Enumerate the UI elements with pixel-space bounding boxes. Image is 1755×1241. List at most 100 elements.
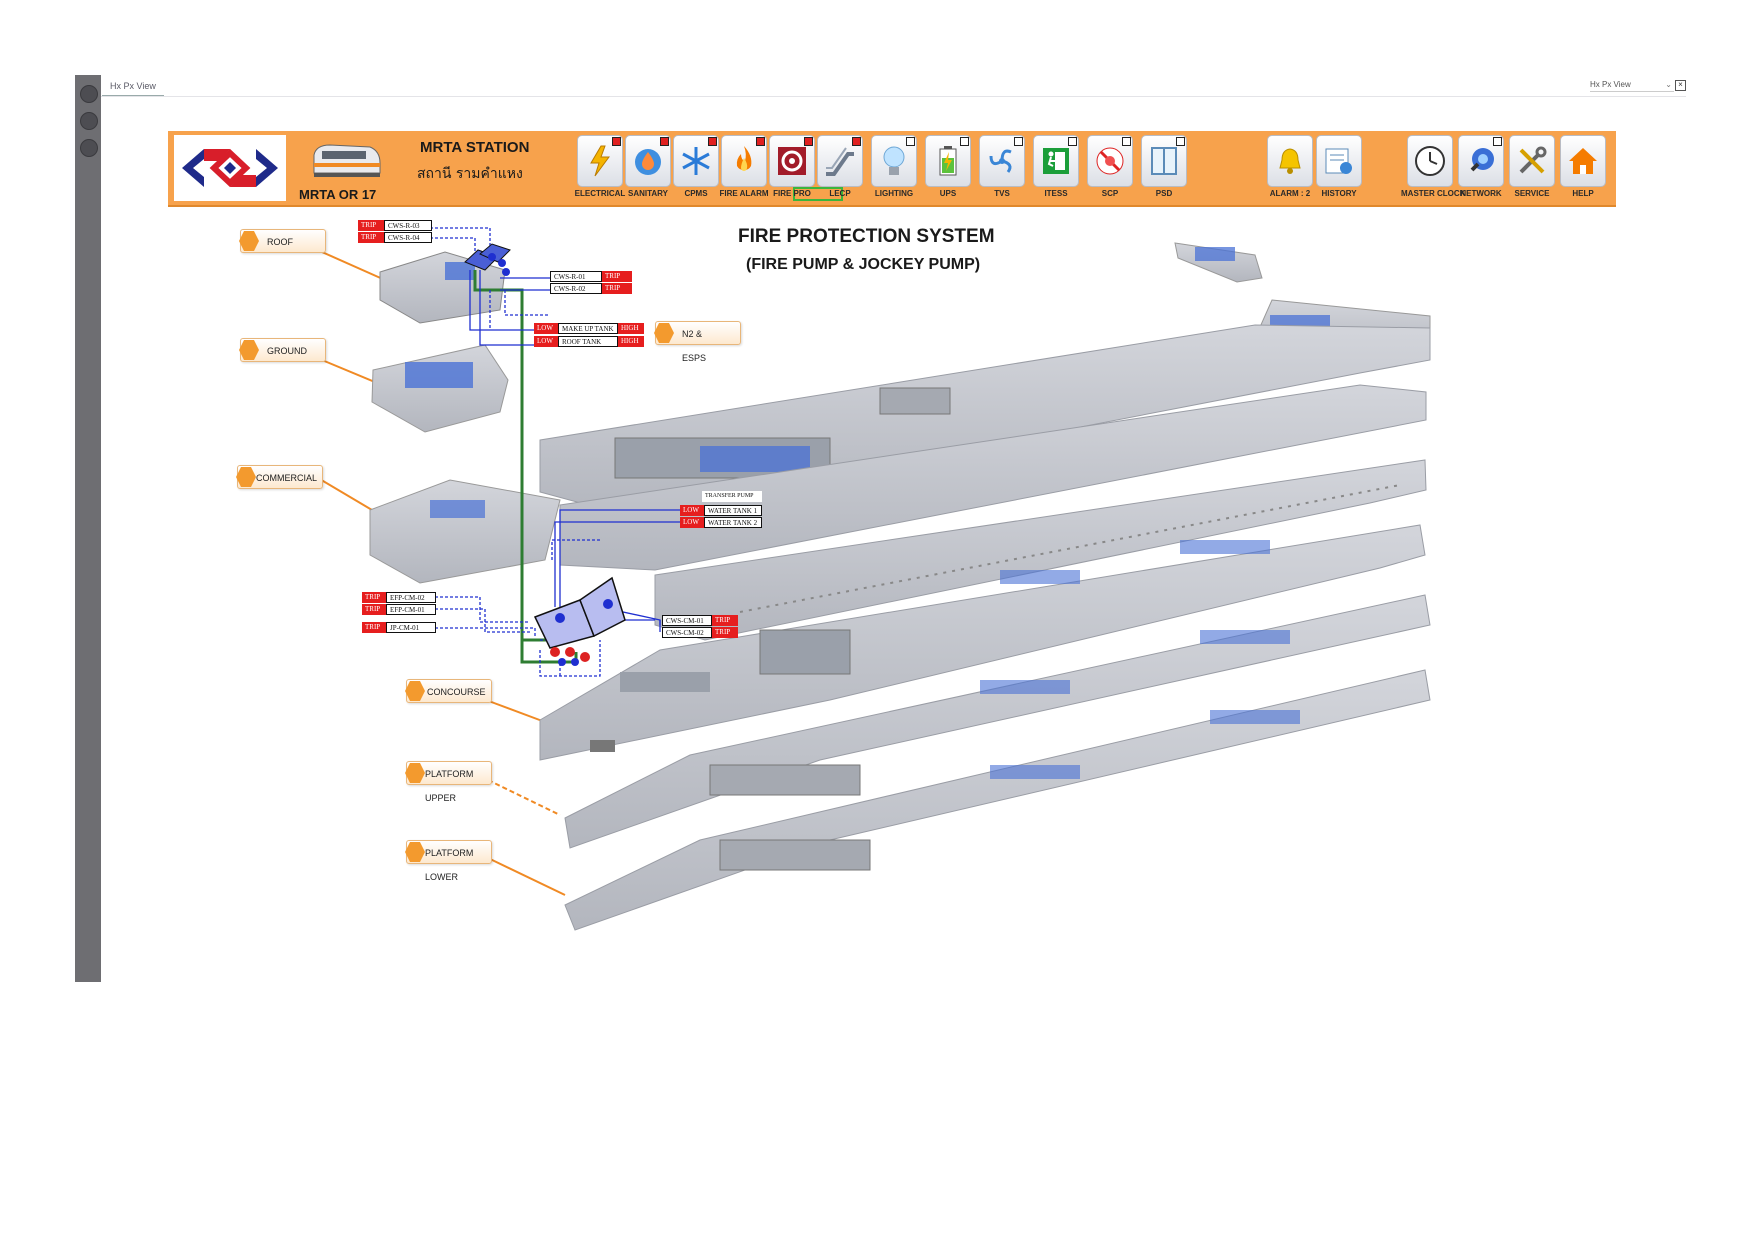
platform-lower-slab [564,669,1431,931]
efp-cm-02-trip-status: TRIP [362,592,386,603]
nav-service-button[interactable] [1509,135,1555,187]
nav-cpms-button[interactable] [673,135,719,187]
header-bar: MRTA STATION สถานี รามคำแหง MRTA OR 17 [168,131,1616,207]
nav-itess-button[interactable] [1033,135,1079,187]
cws-r-01-label[interactable]: CWS-R-01 [550,271,602,282]
nav-fire-pro-button[interactable] [769,135,815,187]
floor-label: COMMERCIAL [256,473,318,483]
nav-help-button[interactable] [1560,135,1606,187]
bell-icon [1279,148,1301,174]
water-tank-2-label[interactable]: WATER TANK 2 [704,517,762,528]
transfer-pump-label: TRANSFER PUMP [702,491,762,502]
hexagon-icon [236,467,256,487]
cws-r-02-label[interactable]: CWS-R-02 [550,283,602,294]
hexagon-icon [239,231,259,251]
alarm-indicator [1122,137,1131,146]
platform-upper-slab [564,594,1431,849]
nav-alarm-button[interactable] [1267,135,1313,187]
nav-label: NETWORK [1460,189,1502,198]
floor-platform-upper-button[interactable]: PLATFORM UPPER [405,761,492,803]
flame-icon [736,146,752,171]
makeup-tank-label[interactable]: MAKE UP TANK [558,323,618,334]
nav-network-button[interactable] [1458,135,1504,187]
floor-roof-button[interactable]: ROOF [239,229,326,253]
efp-cm-02-label[interactable]: EFP-CM-02 [386,592,436,603]
nav-electrical-button[interactable] [577,135,623,187]
makeup-tank-low-status: LOW [534,323,558,334]
efp-cm-01-label[interactable]: EFP-CM-01 [386,604,436,615]
cws-cm-02-trip-status: TRIP [712,627,738,638]
cws-cm-01-label[interactable]: CWS-CM-01 [662,615,712,626]
hexagon-icon [405,763,425,783]
nav-scp-button[interactable] [1087,135,1133,187]
cws-r-03-label[interactable]: CWS-R-03 [384,220,432,231]
nav-label: PSD [1155,189,1173,198]
escalator-icon [826,147,854,176]
nav-tvs-button[interactable] [979,135,1025,187]
alarm-indicator [852,137,861,146]
floor-commercial-button[interactable]: COMMERCIAL [236,465,323,489]
jp-cm-01-label[interactable]: JP-CM-01 [386,622,436,633]
nav-label: CPMS [684,189,708,198]
nav-label: LECP [829,189,851,198]
nav-label: UPS [939,189,957,198]
cws-cm-02-label[interactable]: CWS-CM-02 [662,627,712,638]
mrta-logo [174,135,286,201]
fan-icon [989,149,1012,173]
view-tab[interactable]: Hx Px View [102,78,164,96]
nav-fire-alarm-button[interactable] [721,135,767,187]
snowflake-icon [682,147,710,175]
nav-ups-button[interactable] [925,135,971,187]
commercial-building-west [369,479,561,584]
light-bulb-icon [883,146,905,175]
water-tank-1-label[interactable]: WATER TANK 1 [704,505,762,516]
nav-psd-button[interactable] [1141,135,1187,187]
nav-lighting-button[interactable] [871,135,917,187]
n2-esps-label: N2 & ESPS [682,329,707,363]
roof-tank-label[interactable]: ROOF TANK [558,336,618,347]
alarm-indicator [1176,137,1185,146]
hexagon-icon [239,340,259,360]
fire-hose-icon [778,147,806,175]
floor-ground-button[interactable]: GROUND [239,338,326,362]
roof-pumps [464,243,511,276]
nav-master-clock-button[interactable] [1407,135,1453,187]
alarm-indicator [660,137,669,146]
concourse-slab [539,524,1426,761]
page-title: FIRE PROTECTION SYSTEM [738,226,995,247]
chevron-down-icon: ⌄ [1665,80,1672,89]
battery-icon [939,146,957,176]
view-select[interactable]: Hx Px View ⌄ [1590,79,1674,92]
toolbar-button-2[interactable] [80,112,98,130]
concourse-slab-upper [654,459,1427,641]
platform-door-icon [1151,147,1177,175]
left-toolbar [75,75,101,982]
floor-leader-lines [317,251,566,896]
nav-sanitary-button[interactable] [625,135,671,187]
cws-r-04-label[interactable]: CWS-R-04 [384,232,432,243]
floor-platform-lower-button[interactable]: PLATFORM LOWER [405,840,492,882]
view-select-value: Hx Px View [1590,80,1631,89]
station-thai-name: สถานี รามคำแหง [417,166,523,182]
hexagon-icon [654,323,674,343]
page-subtitle: (FIRE PUMP & JOCKEY PUMP) [746,256,981,273]
cws-r-01-trip-status: TRIP [602,271,632,282]
floor-label: PLATFORM UPPER [425,769,474,803]
alarm-indicator [804,137,813,146]
floor-concourse-button[interactable]: CONCOURSE [405,679,492,703]
close-button[interactable]: × [1675,80,1686,91]
alarm-indicator [1493,137,1502,146]
nav-lecp-button[interactable] [817,135,863,187]
toolbar-button-3[interactable] [80,139,98,157]
nav-history-button[interactable] [1316,135,1362,187]
station-title: MRTA STATION [420,139,530,156]
alarm-indicator [1014,137,1023,146]
clock-icon [1415,146,1445,176]
alarm-indicator [1068,137,1077,146]
cws-cm-01-trip-status: TRIP [712,615,738,626]
n2-esps-button[interactable]: N2 & ESPS [654,321,741,363]
roof-tank-low-status: LOW [534,336,558,347]
nav-label: FIRE PRO [773,189,811,198]
toolbar-button-1[interactable] [80,85,98,103]
